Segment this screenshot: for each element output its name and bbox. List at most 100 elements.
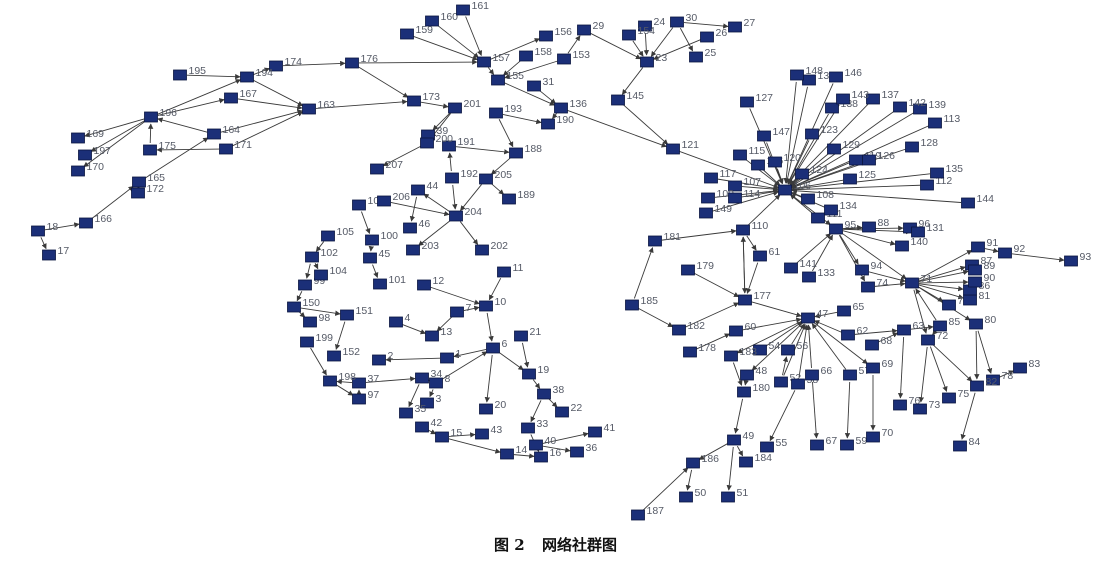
node-61: 61 (753, 246, 780, 262)
node-45: 45 (363, 248, 390, 264)
node-marker-42 (415, 421, 429, 433)
node-marker-47 (801, 312, 815, 324)
node-label-157: 157 (493, 52, 511, 64)
edge-167-163 (237, 98, 303, 111)
node-label-17: 17 (58, 245, 70, 257)
node-marker-173 (407, 95, 421, 107)
node-marker-57 (843, 369, 857, 381)
node-marker-48 (740, 369, 754, 381)
node-200: 200 (420, 133, 453, 149)
node-label-97: 97 (368, 389, 380, 401)
edge-196-194 (157, 79, 242, 115)
node-label-144: 144 (977, 193, 995, 205)
node-117: 117 (704, 168, 736, 184)
node-171: 171 (219, 139, 252, 155)
node-label-172: 172 (147, 183, 165, 195)
edge-99-150 (296, 291, 303, 302)
edge-205-204 (460, 184, 482, 211)
node-89: 89 (968, 260, 995, 276)
edge-130-106 (784, 86, 808, 184)
edge-107-106 (741, 186, 779, 192)
node-148: 148 (790, 65, 823, 81)
edge-40-41 (542, 431, 589, 444)
node-marker-62 (841, 329, 855, 341)
node-205: 205 (479, 169, 512, 185)
node-marker-12 (417, 279, 431, 291)
node-marker-80 (969, 318, 983, 330)
node-label-147: 147 (773, 126, 791, 138)
node-marker-29 (577, 24, 591, 36)
node-label-196: 196 (160, 107, 178, 119)
node-label-100: 100 (381, 230, 399, 242)
node-label-67: 67 (826, 435, 838, 447)
node-label-160: 160 (441, 11, 459, 23)
node-marker-68 (865, 339, 879, 351)
node-marker-187 (631, 509, 645, 521)
node-167: 167 (224, 88, 257, 104)
node-label-42: 42 (431, 417, 443, 429)
node-marker-184 (739, 456, 753, 468)
node-label-10: 10 (495, 296, 507, 308)
node-71: 71 (905, 273, 932, 289)
node-149: 149 (699, 203, 732, 219)
edge-126-106 (791, 161, 863, 189)
node-106: 106 (778, 180, 811, 196)
node-marker-146 (829, 71, 843, 83)
node-marker-89 (968, 264, 982, 276)
node-marker-21 (514, 330, 528, 342)
node-41: 41 (588, 422, 615, 438)
edge-91-92 (984, 247, 999, 254)
node-135: 135 (930, 163, 963, 179)
edge-153-155 (504, 60, 558, 79)
node-marker-155 (491, 74, 505, 86)
node-marker-136 (554, 102, 568, 114)
node-37: 37 (352, 373, 379, 389)
node-142: 142 (893, 97, 926, 113)
node-marker-124 (795, 168, 809, 180)
node-62: 62 (841, 325, 868, 341)
node-marker-14 (500, 448, 514, 460)
node-marker-143 (836, 93, 850, 105)
node-marker-51 (721, 491, 735, 503)
node-marker-95 (829, 223, 843, 235)
node-85: 85 (933, 316, 960, 332)
node-marker-63 (897, 324, 911, 336)
node-marker-59 (840, 439, 854, 451)
node-110: 110 (736, 220, 768, 236)
node-158: 158 (519, 46, 552, 62)
node-marker-157 (477, 56, 491, 68)
edge-112-106 (791, 184, 921, 193)
node-153: 153 (557, 49, 590, 65)
node-120: 120 (768, 152, 801, 168)
node-marker-169 (71, 132, 85, 144)
node-141: 141 (784, 258, 817, 274)
node-181: 181 (648, 231, 681, 247)
edge-52-56 (782, 356, 789, 376)
node-marker-102 (305, 251, 319, 263)
edge-175-196 (147, 123, 154, 144)
node-marker-52 (774, 376, 788, 388)
edge-105-102 (315, 241, 325, 252)
edge-171-163 (232, 111, 304, 147)
node-layer: 1234678101112131415161718192021222324252… (31, 0, 1091, 521)
node-marker-66 (805, 369, 819, 381)
edge-47-48 (751, 322, 804, 371)
node-marker-140 (895, 240, 909, 252)
edge-6-20 (484, 354, 493, 403)
edge-42-15 (428, 429, 437, 435)
node-121: 121 (666, 139, 699, 155)
node-29: 29 (577, 20, 604, 36)
node-label-82: 82 (986, 376, 998, 388)
edge-185-182 (637, 307, 674, 328)
node-51: 51 (721, 487, 748, 503)
node-label-193: 193 (505, 103, 523, 115)
edge-66-47 (806, 324, 812, 369)
edge-198-97 (335, 384, 354, 396)
node-label-139: 139 (929, 99, 947, 111)
node-label-55: 55 (776, 437, 788, 449)
edge-47-183 (736, 320, 802, 354)
node-label-101: 101 (389, 274, 407, 286)
node-195: 195 (173, 65, 206, 81)
edge-30-23 (650, 27, 674, 57)
node-marker-98 (303, 316, 317, 328)
